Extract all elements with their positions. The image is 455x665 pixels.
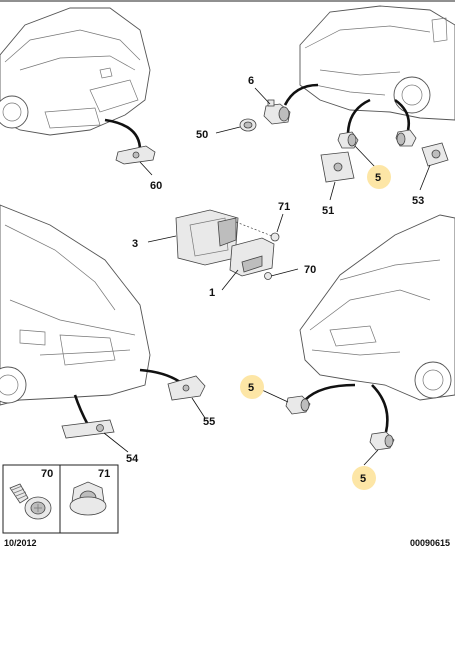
label-53: 53 xyxy=(412,195,424,207)
part-3-module-bracket xyxy=(175,209,239,266)
part-54-bracket xyxy=(61,419,115,439)
assembly-line-71 xyxy=(235,221,273,237)
car-rear-estate-illustration xyxy=(0,204,151,406)
leader-5a xyxy=(354,145,376,168)
label-50: 50 xyxy=(196,129,208,141)
label-1: 1 xyxy=(209,287,215,299)
label-5c: 5 xyxy=(360,473,366,485)
label-5b: 5 xyxy=(248,382,254,394)
connector-car2-to-sensor-right xyxy=(394,98,410,131)
leader-53 xyxy=(419,164,431,191)
connector-car1-to-60 xyxy=(104,118,142,151)
car-front-top-left-illustration xyxy=(0,7,151,136)
legend-label-70: 70 xyxy=(41,468,53,480)
screw-icon xyxy=(9,483,52,520)
legend-label-71: 71 xyxy=(98,468,110,480)
label-70: 70 xyxy=(304,264,316,276)
part-70-screw xyxy=(264,272,272,280)
connector-car2-to-6 xyxy=(283,83,319,106)
part-50-grommet xyxy=(239,118,257,132)
label-3: 3 xyxy=(132,238,138,250)
footer-date: 10/2012 xyxy=(4,538,37,548)
car-rear-saloon-illustration xyxy=(299,214,455,401)
part-sensor-front-left xyxy=(337,131,359,149)
connector-car3-to-54 xyxy=(73,394,90,426)
leader-51 xyxy=(329,181,336,201)
leader-5c xyxy=(363,449,379,466)
fastener-legend: 70 71 xyxy=(2,464,119,534)
leader-1 xyxy=(221,269,239,291)
connector-car3-to-55 xyxy=(139,368,181,384)
label-71: 71 xyxy=(278,201,290,213)
part-55-bracket xyxy=(167,375,206,401)
part-53-bracket xyxy=(421,142,449,167)
label-5a: 5 xyxy=(375,172,381,184)
label-55: 55 xyxy=(203,416,215,428)
leader-5b xyxy=(261,389,289,403)
leader-6 xyxy=(254,87,271,105)
leader-60 xyxy=(139,161,153,176)
part-6-sensor xyxy=(263,99,291,125)
highlight-circle-5b xyxy=(240,375,264,399)
leader-50 xyxy=(215,126,241,134)
car-front-top-right-illustration xyxy=(299,5,455,121)
part-sensor-rear-right xyxy=(369,431,395,451)
label-51: 51 xyxy=(322,205,334,217)
label-60: 60 xyxy=(150,180,162,192)
part-1-ecu xyxy=(229,237,275,277)
leader-71 xyxy=(276,213,284,233)
leader-54 xyxy=(103,432,129,453)
highlight-circle-5a xyxy=(367,165,391,189)
part-60-bracket xyxy=(115,145,156,165)
label-54: 54 xyxy=(126,453,139,465)
part-51-bracket xyxy=(320,151,355,183)
highlight-circle-5c xyxy=(352,466,376,490)
part-sensor-front-right xyxy=(395,129,417,147)
part-71-nut xyxy=(270,232,280,242)
footer-reference: 00090615 xyxy=(410,538,450,548)
connector-car4-to-sensor-right xyxy=(371,384,389,433)
flange-nut-icon xyxy=(69,481,107,516)
label-6: 6 xyxy=(248,75,254,87)
connector-car2-to-sensor-left xyxy=(346,98,371,136)
leader-70 xyxy=(270,268,299,277)
leader-55 xyxy=(191,397,206,419)
connector-car4-to-sensor-left xyxy=(304,383,356,401)
part-sensor-rear-left xyxy=(285,395,311,415)
leader-3 xyxy=(147,235,177,243)
